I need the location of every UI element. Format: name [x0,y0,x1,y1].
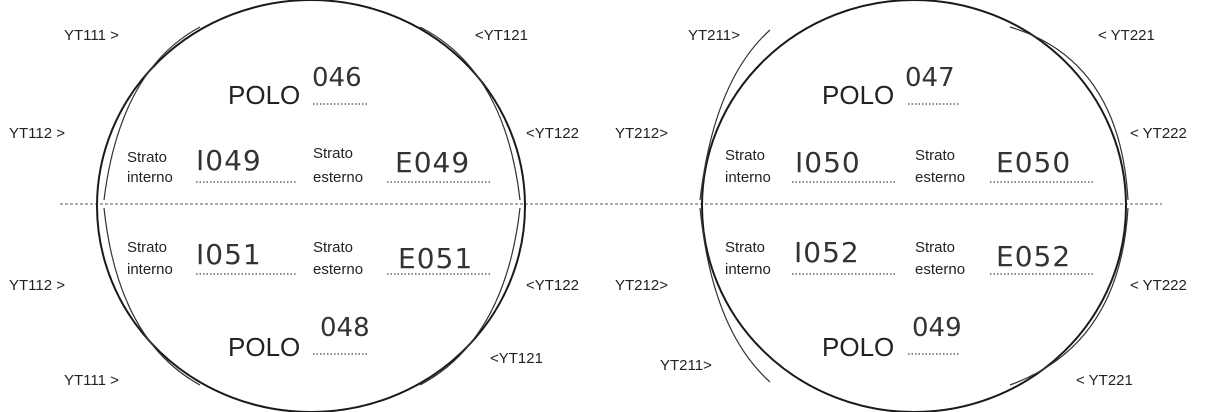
left-top-polo-label: POLO [228,80,300,110]
left-bottom-inner-label-2: interno [127,261,173,278]
right-top-polo-value: 047 [905,63,955,93]
left-top-outer-label-2: esterno [313,169,363,186]
label-yt222-lower: < YT222 [1130,277,1187,294]
left-top-outer-value: E049 [395,146,470,179]
right-bottom-outer-value: E052 [996,240,1071,273]
left-top-polo-value: 046 [312,63,362,93]
right-outer-arc-upper-left [699,29,771,201]
label-yt121-top: <YT121 [475,27,528,44]
left-bottom-outer-label-2: esterno [313,261,363,278]
right-outer-arc-lower-right [1009,207,1129,386]
right-bottom-polo-label: POLO [822,332,894,362]
right-bottom-inner-label-2: interno [725,261,771,278]
right-outer-arc-lower-left [699,207,771,383]
left-outer-arc-lower-left [103,207,201,386]
left-top-inner-label-1: Strato [127,149,167,166]
left-top-outer-label-1: Strato [313,145,353,162]
right-bottom-inner-value: I052 [794,236,860,269]
label-yt122-upper: <YT122 [526,125,579,142]
left-outer-arc-upper-left [103,26,201,201]
label-yt211-bottom: YT211> [660,357,712,374]
right-assembly: YT211> YT212> YT212> YT211> < YT221 < YT… [615,0,1187,412]
right-bottom-inner-label-1: Strato [725,239,765,256]
right-outer-arc-upper-right [1009,26,1129,201]
left-bottom-inner-label-1: Strato [127,239,167,256]
right-top-inner-label-2: interno [725,169,771,186]
label-yt222-upper: < YT222 [1130,125,1187,142]
right-bottom-outer-label-1: Strato [915,239,955,256]
right-top-polo-label: POLO [822,80,894,110]
left-bottom-inner-value: I051 [196,238,262,271]
label-yt221-top: < YT221 [1098,27,1155,44]
label-yt212-upper: YT212> [615,125,668,142]
left-circle [96,0,526,412]
label-yt122-lower: <YT122 [526,277,579,294]
right-bottom-outer-label-2: esterno [915,261,965,278]
label-yt212-lower: YT212> [615,277,668,294]
left-bottom-outer-value: E051 [398,242,473,275]
left-outer-arc-lower-right [419,207,521,386]
label-yt111-bottom: YT111 > [64,372,119,389]
right-top-outer-value: E050 [996,146,1071,179]
left-top-inner-value: I049 [196,144,262,177]
label-yt112-upper: YT112 > [9,125,65,142]
right-top-inner-label-1: Strato [725,147,765,164]
right-bottom-polo-value: 049 [912,313,962,343]
right-circle [701,0,1127,412]
right-top-outer-label-1: Strato [915,147,955,164]
left-bottom-polo-label: POLO [228,332,300,362]
left-bottom-polo-value: 048 [320,313,370,343]
left-assembly: YT111 > YT112 > YT112 > YT111 > <YT121 <… [9,0,579,412]
label-yt112-lower: YT112 > [9,277,65,294]
label-yt211-top: YT211> [688,27,740,44]
label-yt121-bottom: <YT121 [490,350,543,367]
label-yt111-top: YT111 > [64,27,119,44]
label-yt221-bottom: < YT221 [1076,372,1133,389]
left-bottom-outer-label-1: Strato [313,239,353,256]
left-outer-arc-upper-right [419,26,521,201]
left-top-inner-label-2: interno [127,169,173,186]
right-top-inner-value: I050 [795,146,861,179]
right-top-outer-label-2: esterno [915,169,965,186]
